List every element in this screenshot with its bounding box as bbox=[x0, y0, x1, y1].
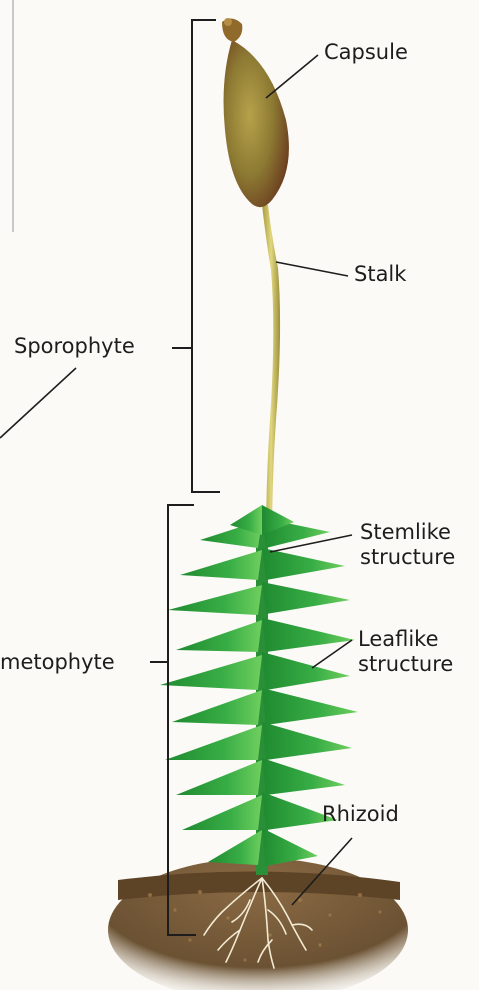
leaflike-label-line1: Leaflike bbox=[358, 627, 453, 652]
stalk-label: Stalk bbox=[354, 262, 406, 287]
soil-mound bbox=[108, 858, 408, 990]
stemlike-label-line1: Stemlike bbox=[360, 520, 455, 545]
sporophyte-bracket bbox=[172, 20, 220, 492]
sporophyte-label: Sporophyte bbox=[14, 334, 135, 359]
leaflike-label-line2: structure bbox=[358, 652, 453, 677]
capsule-label: Capsule bbox=[324, 40, 408, 65]
stalk-shape bbox=[262, 205, 280, 540]
capsule-shape bbox=[222, 18, 289, 207]
leaflike-structure-label: Leaflike structure bbox=[358, 627, 453, 677]
rhizoid-label: Rhizoid bbox=[322, 802, 399, 827]
gametophyte-label: metophyte bbox=[0, 650, 115, 675]
stemlike-structure-label: Stemlike structure bbox=[360, 520, 455, 570]
stemlike-label-line2: structure bbox=[360, 545, 455, 570]
